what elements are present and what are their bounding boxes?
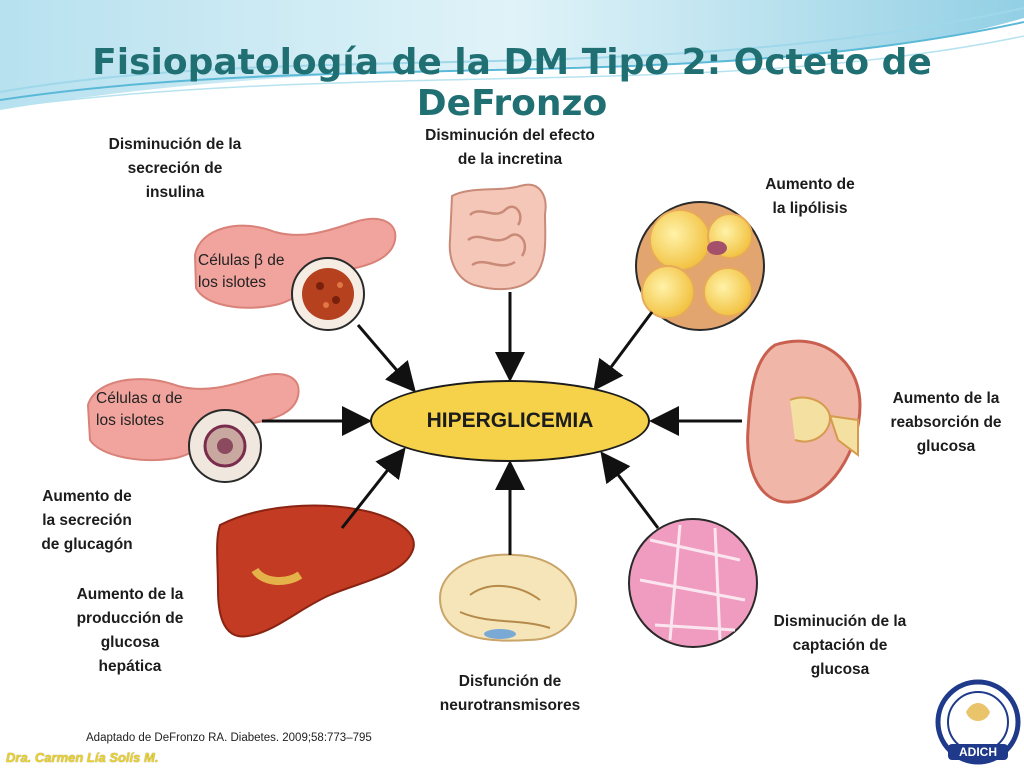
- label-glucose-uptake: Disminución de la captación de glucosa: [773, 613, 907, 678]
- label-insulin-secretion: Disminución de la secreción de insulina: [108, 136, 242, 201]
- pancreas-illustration-middle: [86, 373, 300, 483]
- adich-logo: [935, 679, 1021, 765]
- label-incretin-effect: Disminución del efecto de la incretina: [425, 127, 595, 168]
- adipose-tissue-illustration: [635, 201, 765, 331]
- arrows: [262, 292, 742, 555]
- label-glucose-reabsorption: Aumento de la reabsorción de glucosa: [890, 390, 1002, 455]
- brain-illustration: [438, 553, 578, 642]
- page-title: Fisiopatología de la DM Tipo 2: Octeto d…: [92, 42, 932, 124]
- label-alpha-cells: Células α de los islotes: [96, 390, 183, 429]
- citation: Adaptado de DeFronzo RA. Diabetes. 2009;…: [78, 724, 498, 752]
- label-glucagon-secretion: Aumento de la secreción de glucagón: [41, 488, 133, 553]
- header-banner: [0, 0, 1024, 110]
- hyperglycemia-node: HIPERGLICEMIA: [370, 380, 650, 462]
- label-hepatic-glucose-production: Aumento de la producción de glucosa hepá…: [76, 586, 184, 675]
- label-beta-cells: Células β de los islotes: [198, 252, 285, 291]
- pancreas-illustration-top: [193, 217, 397, 331]
- logo-text: ADICH: [959, 745, 997, 759]
- intestine-illustration: [448, 183, 547, 291]
- kidney-illustration: [746, 339, 862, 504]
- author-credit: Dra. Carmen Lía Solís M.: [6, 750, 159, 765]
- muscle-tissue-illustration: [628, 518, 758, 648]
- label-neurotransmitter-dysfunction: Disfunción de neurotransmisores: [439, 673, 581, 714]
- liver-illustration: [216, 504, 415, 638]
- label-lipolysis: Aumento de la lipólisis: [765, 176, 855, 217]
